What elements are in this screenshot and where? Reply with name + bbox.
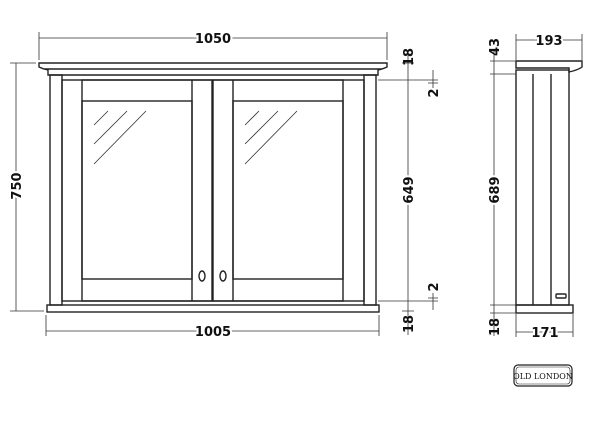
front-dimensions: 1050 1005 750 18 649 18 2 2 xyxy=(8,30,442,342)
dim-door-height: 649 xyxy=(402,176,417,203)
dim-width-top: 1050 xyxy=(195,32,231,47)
side-view xyxy=(515,60,583,314)
dim-side-cornice: 43 xyxy=(488,38,503,56)
dim-depth-body: 171 xyxy=(531,326,558,341)
door-knob[interactable] xyxy=(198,270,206,282)
old-london-logo: OLD LONDON xyxy=(513,364,573,387)
dim-side-plinth: 18 xyxy=(488,318,503,336)
right-pilaster xyxy=(363,74,377,306)
dim-body-height: 689 xyxy=(488,176,503,203)
dim-depth-top: 193 xyxy=(535,34,562,49)
svg-text:OLD LONDON: OLD LONDON xyxy=(513,372,573,381)
dim-gap-bottom: 2 xyxy=(427,282,442,291)
plinth xyxy=(46,304,380,313)
right-door[interactable] xyxy=(212,79,344,302)
dim-height: 750 xyxy=(10,172,25,199)
front-view xyxy=(38,62,388,313)
dim-cornice: 18 xyxy=(402,48,417,66)
cornice xyxy=(38,62,388,76)
left-pilaster xyxy=(49,74,63,306)
dim-plinth: 18 xyxy=(402,315,417,333)
left-door[interactable] xyxy=(81,79,213,302)
dim-width-body: 1005 xyxy=(195,325,231,340)
hinge xyxy=(555,293,567,299)
side-dimensions: 193 171 43 689 18 xyxy=(486,32,583,343)
dim-gap-top: 2 xyxy=(427,88,442,97)
door-knob[interactable] xyxy=(219,270,227,282)
